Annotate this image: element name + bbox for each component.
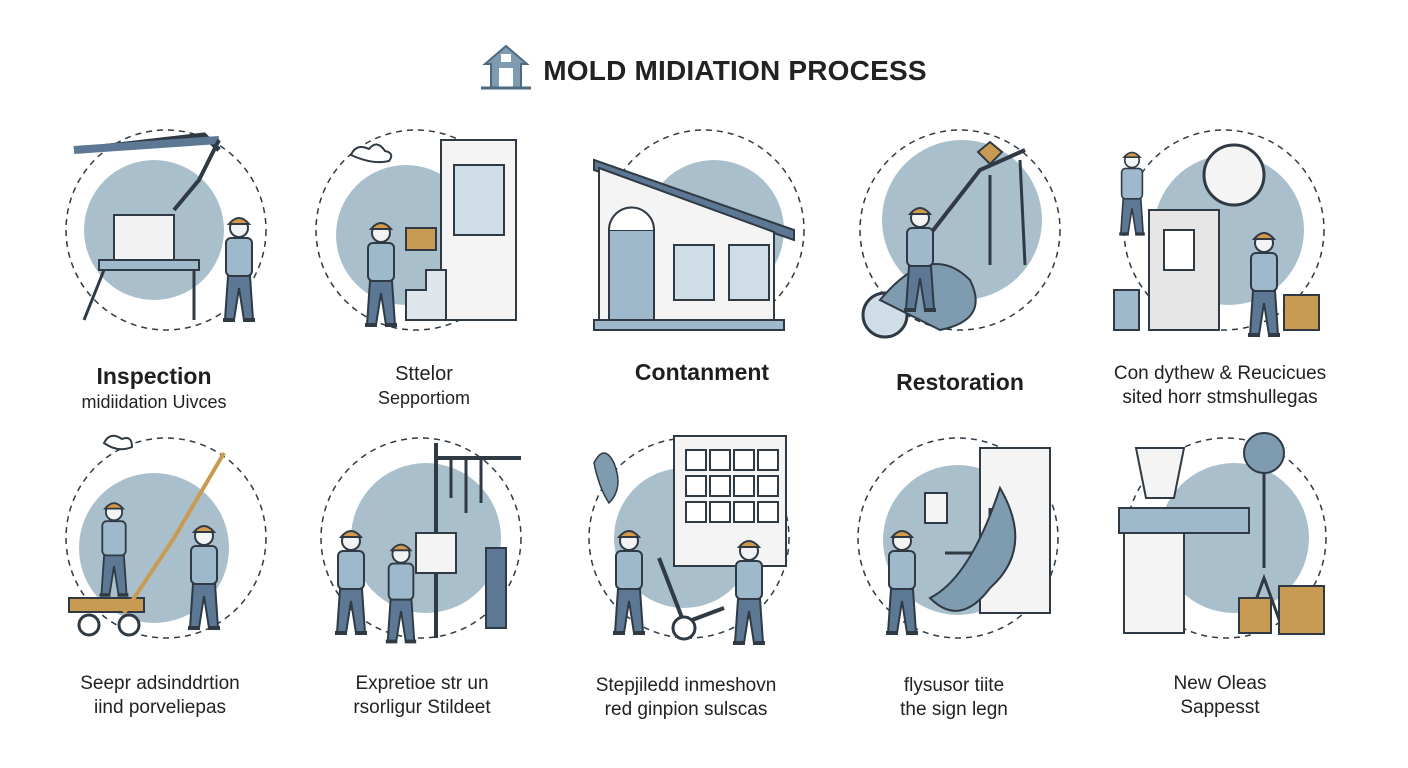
step-caption-4: Restoration bbox=[896, 369, 1024, 395]
inspection-worker-icon bbox=[65, 129, 267, 331]
step-illustration-8 bbox=[574, 428, 814, 648]
tool-rack-icon bbox=[320, 437, 522, 644]
house-icon bbox=[481, 44, 532, 90]
step-caption-6: Seepr adsinddrtion iind porveliepas bbox=[80, 673, 240, 718]
step-caption-7: Expretioe str un rsorligur Stildeet bbox=[353, 673, 491, 718]
wall-repair-icon bbox=[857, 437, 1059, 639]
step-illustration-1 bbox=[44, 120, 284, 340]
step-illustration-3 bbox=[574, 120, 814, 340]
page-header: MOLD MIDIATION PROCESS bbox=[0, 38, 1408, 94]
window-dolly-icon bbox=[588, 435, 790, 645]
step-illustration-6 bbox=[44, 428, 284, 648]
step-illustration-10 bbox=[1104, 428, 1344, 648]
step-illustration-2 bbox=[306, 120, 546, 340]
step-caption-5: Con dythew & Reucicues sited horr stmshu… bbox=[1113, 363, 1327, 408]
ladder-scrubbing-icon bbox=[65, 434, 267, 639]
equipment-cart-icon bbox=[1113, 129, 1325, 337]
step-caption-8: Stepjiledd inmeshovn red ginpion sulscas bbox=[595, 675, 777, 720]
staircase-window-icon bbox=[315, 129, 517, 331]
hose-cleaning-icon bbox=[859, 129, 1061, 339]
step-caption-9: flysusor tiite the sign legn bbox=[900, 675, 1008, 720]
step-caption-1: Inspection midiidation Uivces bbox=[81, 363, 227, 412]
step-caption-3: Contanment bbox=[634, 359, 770, 385]
step-caption-2: Sttelor Sepportiom bbox=[377, 363, 471, 408]
step-illustration-4 bbox=[840, 120, 1080, 340]
step-caption-10: New Oleas Sappesst bbox=[1173, 673, 1267, 718]
house-containment-icon bbox=[593, 129, 805, 331]
machinery-boxes-icon bbox=[1118, 432, 1327, 639]
page-title: MOLD MIDIATION PROCESS bbox=[543, 55, 927, 86]
step-illustration-9 bbox=[840, 428, 1080, 648]
step-illustration-7 bbox=[306, 428, 546, 648]
step-illustration-5 bbox=[1104, 120, 1344, 340]
